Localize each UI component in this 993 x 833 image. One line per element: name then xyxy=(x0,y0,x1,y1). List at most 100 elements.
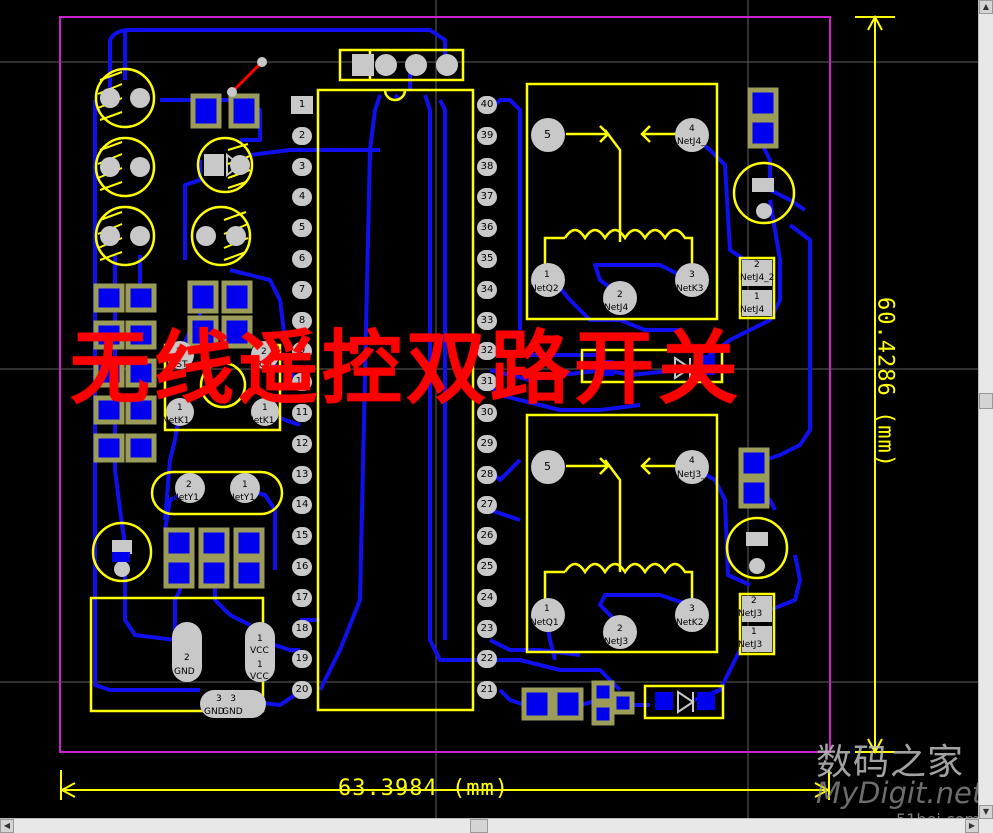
netk1-b-num: 1 xyxy=(262,403,268,413)
ic-right-pin: 29 xyxy=(477,434,497,453)
ic-left-pin: 6 xyxy=(292,250,312,268)
ic-right-pin: 23 xyxy=(477,619,497,638)
ic-left-pin: 11 xyxy=(292,404,312,422)
netk1-b-label: NetK1 xyxy=(247,416,275,426)
vcc-a-label: VCC xyxy=(250,646,269,656)
ic-left-pin: 4 xyxy=(292,188,312,207)
scroll-up-icon[interactable]: ▲ xyxy=(979,0,993,14)
scroll-h-thumb[interactable] xyxy=(470,819,488,833)
ic-right-pin: 33 xyxy=(477,311,497,330)
gnd-c-label: GND xyxy=(222,707,243,717)
vertical-scrollbar[interactable]: ▲ ▼ xyxy=(978,0,993,833)
relay1-pin1-net: NetQ2 xyxy=(530,284,559,294)
netj3-b-num: 1 xyxy=(751,627,757,637)
dimension-lines xyxy=(59,14,895,800)
rst-a-label: RST xyxy=(170,360,188,370)
ic-right-pin: 26 xyxy=(477,527,497,546)
relay1-pin3: 3 xyxy=(689,270,695,280)
ic-right-pin: 25 xyxy=(477,558,497,576)
ic-left-pin: 8 xyxy=(292,311,312,330)
horizontal-scrollbar[interactable]: ◀ ▶ xyxy=(0,818,979,833)
ic-left-pin: 7 xyxy=(292,280,312,299)
diode-symbols xyxy=(226,152,695,714)
vcc-b-num: 1 xyxy=(257,660,263,670)
vcc-b-label: VCC xyxy=(250,672,269,682)
relay2-pin5: 5 xyxy=(544,460,551,473)
relay1-pin3-net: NetK3 xyxy=(676,284,704,294)
ic-left-pin: 16 xyxy=(292,558,312,576)
xtal-a-num: 2 xyxy=(186,480,192,490)
netj3-a-num: 2 xyxy=(751,596,757,606)
ic-left-pin: 18 xyxy=(292,619,312,638)
ic-right-pin: 22 xyxy=(477,650,497,669)
scroll-down-icon[interactable]: ▼ xyxy=(979,805,993,819)
width-dimension-label: 63.3984 (mm) xyxy=(338,776,509,801)
ic-right-pin: 38 xyxy=(477,157,497,176)
xtal-b-label: NetY1 xyxy=(228,493,256,503)
ic-right-pin: 31 xyxy=(477,373,497,392)
red-jumper xyxy=(227,57,267,97)
gnd-b-label: GND xyxy=(204,707,225,717)
board-outline xyxy=(59,16,831,753)
netj4-a-num: 2 xyxy=(754,260,760,270)
relay2-pin1-net: NetQ1 xyxy=(530,618,559,628)
ic-right-pin: 24 xyxy=(477,588,497,607)
ic-right-pin: 35 xyxy=(477,250,497,268)
relay2-pin4-net: NetJ3_ xyxy=(677,470,706,480)
rst-b-num: 2 xyxy=(261,347,267,357)
height-dimension-label: 60.4286 (mm) xyxy=(872,297,898,468)
ic-left-pin: 9 xyxy=(292,342,312,361)
ic-right-pin: 37 xyxy=(477,188,497,207)
rst-b-label: RST xyxy=(256,360,274,370)
ic-left-pin: 1 xyxy=(291,96,313,114)
netj4-a-label: NetJ4_2 xyxy=(740,273,775,283)
relay2-pin1: 1 xyxy=(544,604,550,614)
ic-left-pin: 15 xyxy=(292,527,312,546)
relay2-pin2-net: NetJ3 xyxy=(604,637,629,647)
relay1-pin4: 4 xyxy=(689,124,695,134)
silkscreen xyxy=(89,48,796,720)
ic-right-pin: 40 xyxy=(477,96,497,114)
gnd-a-num: 2 xyxy=(184,653,190,663)
scroll-thumb[interactable] xyxy=(979,393,993,409)
ic-left-pin: 3 xyxy=(292,157,312,176)
ic-right-pin: 32 xyxy=(477,342,497,361)
relay2-pin3-net: NetK2 xyxy=(676,618,704,628)
vias xyxy=(112,95,772,710)
netk1-a-num: 1 xyxy=(177,403,183,413)
xtal-b-num: 1 xyxy=(242,480,248,490)
relay2-pin4: 4 xyxy=(689,456,695,466)
scroll-right-icon[interactable]: ▶ xyxy=(965,819,979,833)
gnd-bc-num: 3 3 xyxy=(216,694,237,704)
ic-left-pin: 19 xyxy=(292,650,312,669)
ic-left-pin: 17 xyxy=(292,588,312,607)
ic-right-pin: 27 xyxy=(477,496,497,515)
ic-left-pin: 13 xyxy=(292,465,312,484)
ic-left-pin: 12 xyxy=(292,434,312,453)
scroll-left-icon[interactable]: ◀ xyxy=(0,819,14,833)
ic-left-pin: 10 xyxy=(292,373,312,392)
netj3-b-label: NetJ3 xyxy=(738,640,763,650)
relay1-pin2-net: NetJ4 xyxy=(604,303,629,313)
ic-right-pin: 39 xyxy=(477,126,497,145)
netj3-a-label: NetJ3 xyxy=(738,609,763,619)
ic-left-pin: 5 xyxy=(292,219,312,238)
pad-frames xyxy=(93,87,779,726)
vcc-a-num: 1 xyxy=(257,634,263,644)
relay2-pin2: 2 xyxy=(617,624,623,634)
relay1-pin2: 2 xyxy=(617,290,623,300)
ic-left-pin: 20 xyxy=(292,681,312,700)
netj4-b-label: NetJ4 xyxy=(740,305,765,315)
netk1-a-label: NetK1 xyxy=(162,416,190,426)
ic-right-pin: 28 xyxy=(477,465,497,484)
gnd-a-label: GND xyxy=(174,667,195,677)
ic-right-pin: 36 xyxy=(477,219,497,238)
ic-right-pin: 34 xyxy=(477,280,497,299)
ic-right-pin: 21 xyxy=(477,681,497,700)
relay1-pin1: 1 xyxy=(544,270,550,280)
ic-left-pin: 2 xyxy=(292,126,312,145)
netj4-b-num: 1 xyxy=(754,292,760,302)
ic-left-pin: 14 xyxy=(292,496,312,515)
